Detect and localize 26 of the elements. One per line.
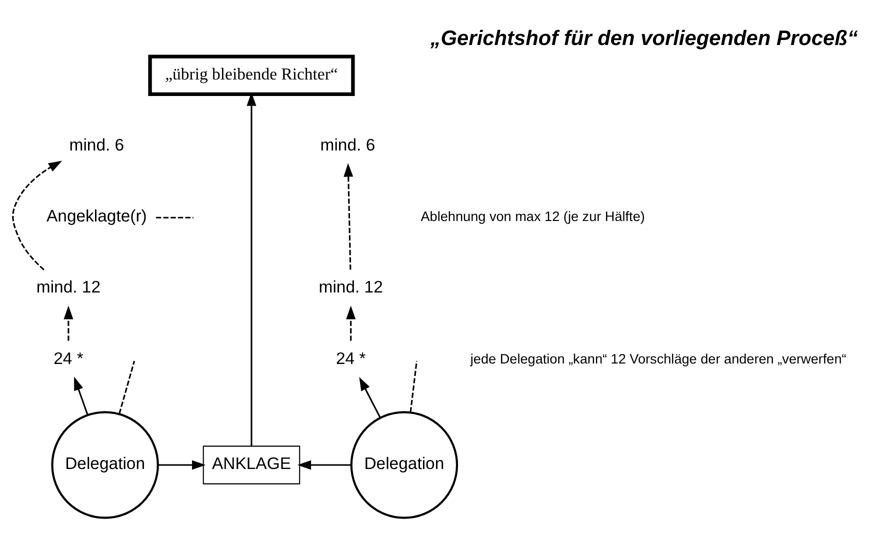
node-box: ANKLAGE — [202, 446, 300, 484]
arrow — [346, 306, 356, 341]
arrow — [344, 163, 354, 270]
diagram-title: „Gerichtshof für den vorliegenden Proceß“ — [430, 27, 858, 50]
node-text: Angeklagte(r) — [46, 206, 147, 226]
connector — [118, 360, 136, 414]
node-circle: Delegation — [51, 411, 159, 519]
node-text: 24 * — [54, 348, 84, 368]
arrow — [246, 92, 256, 446]
arrow — [64, 306, 74, 341]
node-text: mind. 12 — [318, 278, 383, 297]
label: Ablehnung von max 12 (je zur Hälfte) — [420, 209, 645, 224]
node-circle: Delegation — [350, 411, 458, 519]
node-text: mind. 12 — [36, 278, 101, 297]
node-text: mind. 6 — [320, 135, 376, 154]
label: jede Delegation „kann“ 12 Vorschläge der anderen „verwerfen“ — [470, 351, 846, 366]
node-text: mind. 6 — [69, 135, 124, 154]
arrow — [74, 376, 88, 416]
arrow — [359, 377, 382, 418]
arrow — [12, 160, 62, 270]
connector — [410, 360, 418, 413]
arrow — [158, 460, 206, 470]
connector — [156, 216, 194, 218]
arrow — [297, 460, 352, 470]
node-box: „übrig bleibende Richter“ — [148, 54, 355, 96]
node-text: 24 * — [336, 348, 366, 368]
